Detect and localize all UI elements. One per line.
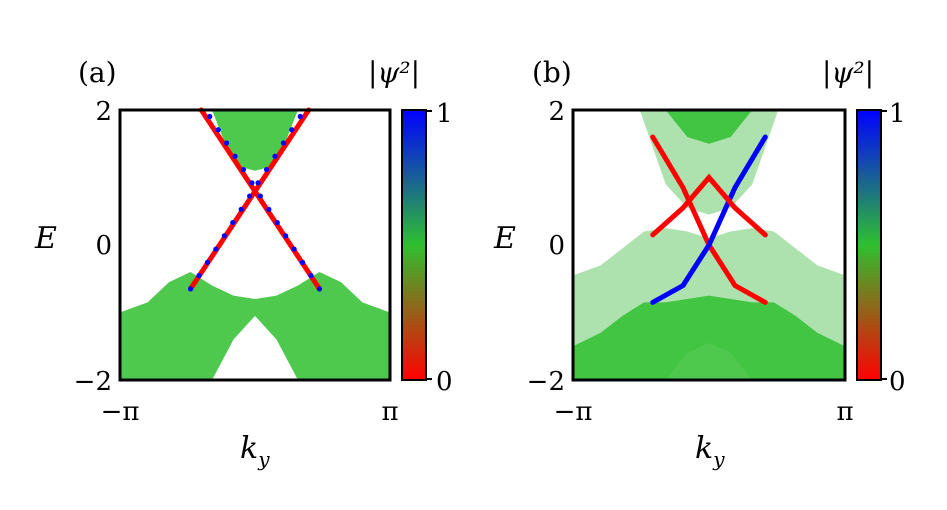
panel-a-label: (a) [78, 56, 117, 89]
panel-a-edge-dot [266, 206, 272, 212]
panel-b-label: (b) [532, 56, 572, 89]
panel-a-edge-dot [187, 286, 194, 292]
panel-b-bulk-band-upper-2 [665, 110, 753, 144]
panel-b-bulk-band-upper-1 [639, 110, 779, 215]
panel-a-edge-dot [257, 193, 263, 199]
panel-a-ylabel: E [34, 221, 57, 256]
panel-a-xtick-right: π [381, 397, 398, 427]
panel-a-edge-dot [274, 219, 280, 226]
panel-a-edge-dot [238, 206, 244, 212]
panel-a-edge-dot [204, 259, 211, 265]
panel-b-xlabel: ky [695, 431, 725, 471]
panel-b-colorbar-tick-min: 0 [889, 367, 906, 397]
panel-a-edge-dot [308, 273, 314, 279]
panel-a-edge-dot [213, 246, 219, 252]
panel-a-edge-dot [297, 113, 303, 120]
panel-b-frame [571, 108, 847, 382]
panel-b-colorbar-label: |ψ²| [822, 56, 874, 89]
panel-a-ytick-bottom: −2 [74, 367, 112, 397]
panel-a-edge-dot [291, 246, 297, 252]
panel-a-edge-dot [207, 113, 213, 120]
panel-b-ytick-bottom: −2 [527, 367, 565, 397]
panel-a-edge-dot [196, 273, 202, 279]
panel-a-edge-dot [272, 153, 278, 159]
panel-b-bulk-band-lower-2 [573, 295, 845, 380]
panel-b-ytick-top: 2 [548, 97, 565, 127]
panel-a-xtick-left: −π [101, 397, 140, 427]
panel-a-edge-dot [299, 259, 306, 265]
panel-a-xlabel: ky [240, 431, 270, 471]
panel-b-xtick-left: −π [554, 397, 593, 427]
panel-a-edge-dot [240, 166, 247, 173]
panel-a-edge-dot [247, 193, 253, 199]
panel-a-edge-dot [280, 140, 286, 146]
panel-b-plot [573, 110, 845, 380]
panel-a-colorbar-label: |ψ²| [368, 56, 420, 89]
panel-b-ylabel: E [493, 221, 516, 256]
panel-a-ytick-top: 2 [95, 97, 112, 127]
panel-b-colorbar [856, 109, 882, 381]
panel-a-edge-dot [289, 127, 295, 133]
panel-b-edge-state-1 [650, 134, 768, 305]
panel-a-edge-dot [232, 153, 238, 159]
panel-a-edge-state-1 [198, 107, 322, 292]
panel-a-edge-dot [224, 140, 230, 146]
panel-a-edge-dot [249, 180, 255, 186]
panel-a-plot [120, 107, 390, 380]
panel-b-edge-state-2 [650, 173, 768, 238]
panel-b-xtick-right: π [836, 397, 853, 427]
panel-a-colorbar-tick-min: 0 [436, 367, 453, 397]
panel-a-colorbar [401, 109, 427, 381]
panel-a-colorbar-tick-max: 1 [436, 99, 453, 129]
panel-b-ytick-mid: 0 [548, 231, 565, 261]
panel-a-edge-dot [230, 219, 236, 226]
panel-a-edge-dot [255, 180, 261, 186]
panel-a-edge-dot [221, 233, 227, 239]
panel-b-colorbar-tick-max: 1 [889, 99, 906, 129]
panel-a-edge-state-0 [188, 107, 312, 292]
panel-a-edge-dot [263, 166, 270, 173]
panel-a-frame [118, 108, 392, 382]
panel-a-bulk-band-lower [120, 272, 390, 380]
panel-a-bulk-band-upper [212, 110, 298, 171]
panel-a-edge-dot [316, 286, 323, 292]
panel-a: (a) E 2 0 −2 −π π ky 1 0 |ψ²| [34, 56, 453, 471]
panel-b: (b) E 2 0 −2 −π π ky 1 0 |ψ²| [493, 56, 906, 471]
panel-a-ytick-mid: 0 [95, 231, 112, 261]
panel-a-edge-dot [283, 233, 289, 239]
panel-a-edge-dot [215, 127, 221, 133]
